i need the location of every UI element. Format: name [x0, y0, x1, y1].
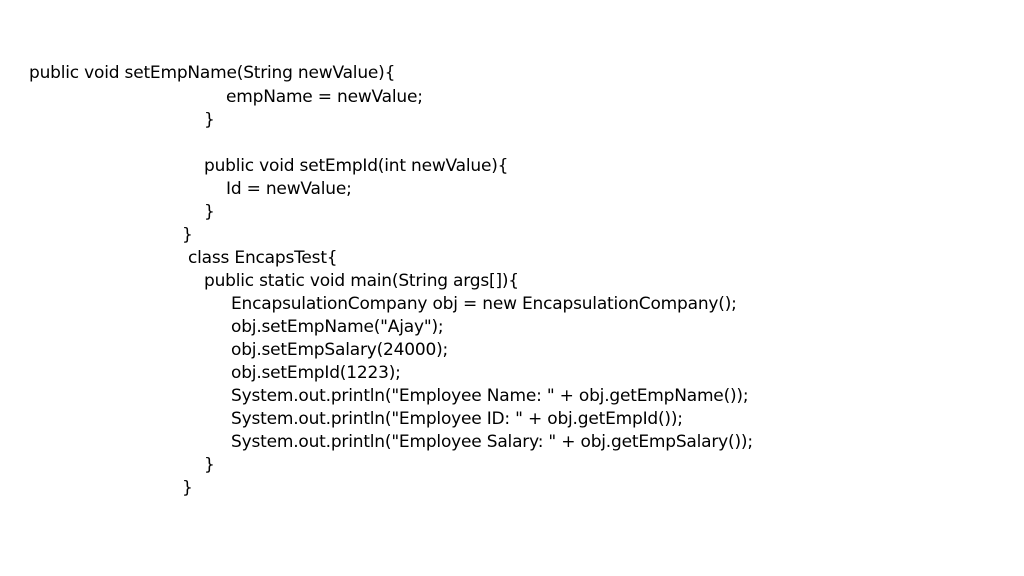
code-line-main-signature: public static void main(String args[]){: [204, 271, 519, 291]
code-line-set-emp-name-signature: public void setEmpName(String newValue){: [29, 63, 396, 83]
code-line-set-emp-id-signature: public void setEmpId(int newValue){: [204, 156, 509, 176]
code-line-close-brace: }: [182, 225, 193, 245]
code-line-set-emp-salary-call: obj.setEmpSalary(24000);: [231, 340, 449, 360]
code-line-print-salary: System.out.println("Employee Salary: " +…: [231, 432, 753, 452]
code-line-close-brace: }: [204, 202, 215, 222]
code-line-id-assign: Id = newValue;: [226, 179, 352, 199]
code-line-emp-name-assign: empName = newValue;: [226, 87, 423, 107]
code-line-object-creation: EncapsulationCompany obj = new Encapsula…: [231, 294, 737, 314]
code-line-set-emp-name-call: obj.setEmpName("Ajay");: [231, 317, 444, 337]
code-line-print-name: System.out.println("Employee Name: " + o…: [231, 386, 749, 406]
code-line-close-brace: }: [204, 455, 215, 475]
code-line-set-emp-id-call: obj.setEmpId(1223);: [231, 363, 401, 383]
code-line-close-brace: }: [204, 110, 215, 130]
code-line-class-declaration: class EncapsTest{: [188, 248, 338, 268]
code-line-print-id: System.out.println("Employee ID: " + obj…: [231, 409, 683, 429]
code-line-close-brace: }: [182, 478, 193, 498]
